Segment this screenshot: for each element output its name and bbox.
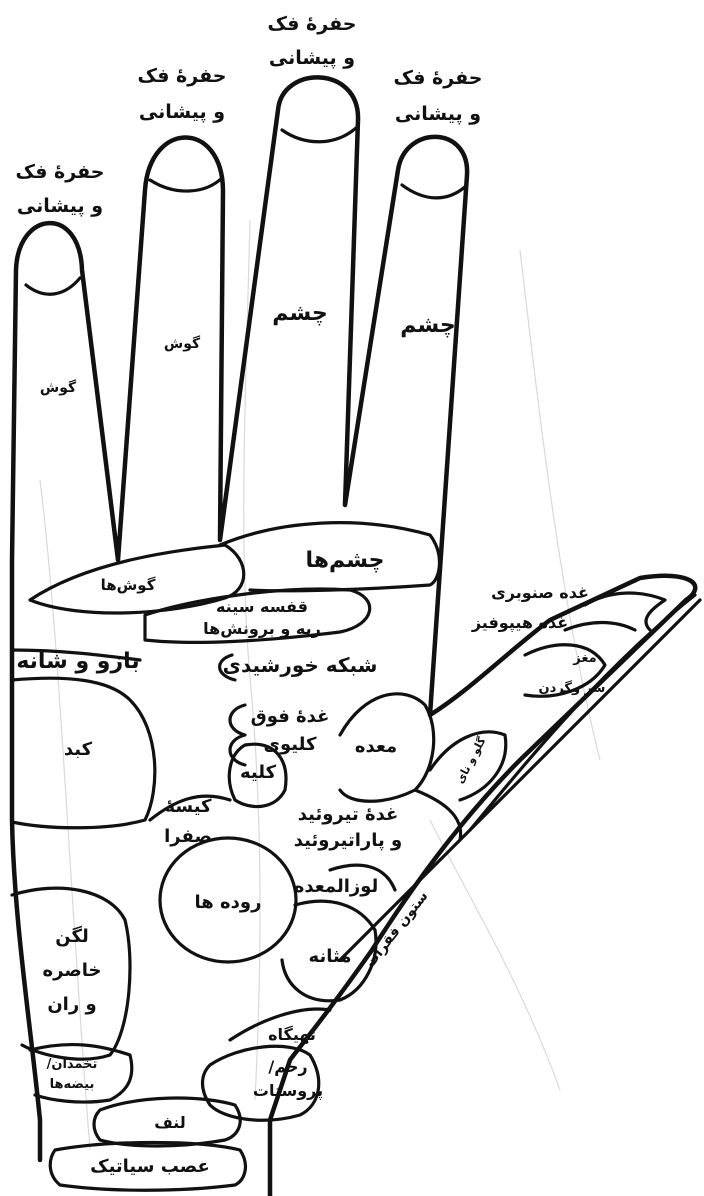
thyroid-label-line2: و پاراتیروئید: [294, 830, 403, 851]
pineal-label: غده صنوبری: [491, 583, 589, 602]
finger-3-zone-label: چشم: [272, 301, 328, 326]
finger-4-tip-label-line2: و پیشانی: [395, 103, 481, 125]
gallbladder-label-line2: صفرا: [164, 826, 212, 847]
neck-label: سر وگردن: [539, 680, 606, 696]
finger-4-labels: حفرهٔ فک و پیشانی چشم: [394, 67, 483, 338]
sciatic-label: عصب سیاتیک: [90, 1156, 210, 1177]
chest-label-line1: قفسه سینه: [216, 597, 308, 616]
adrenal-label-line2: کلیوی: [264, 734, 317, 755]
pelvis-label-line3: و ران: [47, 994, 96, 1015]
hand-outline: [12, 77, 695, 1196]
fingertip-1-line: [26, 278, 80, 294]
finger-4-zone-label: چشم: [400, 313, 456, 338]
ovaries-label-line2: بیضه‌ها: [50, 1077, 95, 1092]
lymph-label: لنف: [154, 1113, 186, 1132]
kidney-label: کلیه: [240, 762, 277, 783]
bladder-label: مثانه: [309, 946, 352, 967]
finger-3-labels: حفرهٔ فک و پیشانی چشم: [268, 13, 357, 326]
finger-3-tip-label-line1: حفرهٔ فک: [268, 13, 357, 35]
adrenal-curl: [230, 705, 245, 765]
pelvis-label-line2: خاصره: [43, 960, 102, 981]
pituitary-label: غده هیپوفیز: [471, 613, 568, 633]
stomach-label: معده: [355, 736, 397, 757]
chest-label-line2: ریه و برونش‌ها: [203, 619, 321, 638]
thumb-line-lower: [340, 600, 700, 960]
brain-label: مغز: [572, 651, 596, 666]
finger-2-tip-label-line1: حفرهٔ فک: [138, 65, 227, 87]
fingertip-3-line: [282, 128, 356, 142]
finger-4-tip-label-line1: حفرهٔ فک: [394, 67, 483, 89]
thyroid-label-line1: غدهٔ تیروئید: [298, 804, 399, 825]
liver-label: کبد: [64, 739, 93, 760]
arm-shoulder-label: بازو و شانه: [16, 649, 139, 674]
finger-2-zone-label: گوش: [164, 335, 201, 352]
fingertip-4-line: [402, 185, 466, 198]
finger-2-labels: حفرهٔ فک و پیشانی گوش: [138, 65, 227, 352]
pancreas-label: لوزالمعده: [294, 876, 379, 897]
finger-3-tip-label-line2: و پیشانی: [269, 47, 355, 69]
gallbladder-label-line1: کیسهٔ: [164, 796, 212, 817]
finger-1-tip-label-line2: و پیشانی: [17, 195, 103, 217]
ears-label: گوش‌ها: [101, 576, 156, 594]
finger-1-zone-label: گوش: [40, 379, 77, 396]
uterus-label-line2: پروستات: [253, 1081, 323, 1101]
eyes-label: چشم‌ها: [305, 548, 384, 573]
solar-plexus-label: شبکه خورشیدی: [223, 653, 378, 677]
adrenal-label-line1: غدهٔ فوق: [251, 706, 330, 727]
intestines-label: روده ها: [195, 892, 262, 913]
fingertip-2-line: [150, 178, 222, 191]
pelvis-label-line1: لگن: [55, 925, 88, 947]
pituitary-arrow: [565, 623, 635, 631]
finger-1-tip-label-line1: حفرهٔ فک: [16, 161, 105, 183]
finger-2-tip-label-line2: و پیشانی: [139, 101, 225, 123]
uterus-label-line1: رحم/: [268, 1057, 307, 1076]
lumbar-label: تهیگاه: [268, 1025, 316, 1044]
ovaries-label-line1: تخمدان/: [47, 1057, 98, 1072]
